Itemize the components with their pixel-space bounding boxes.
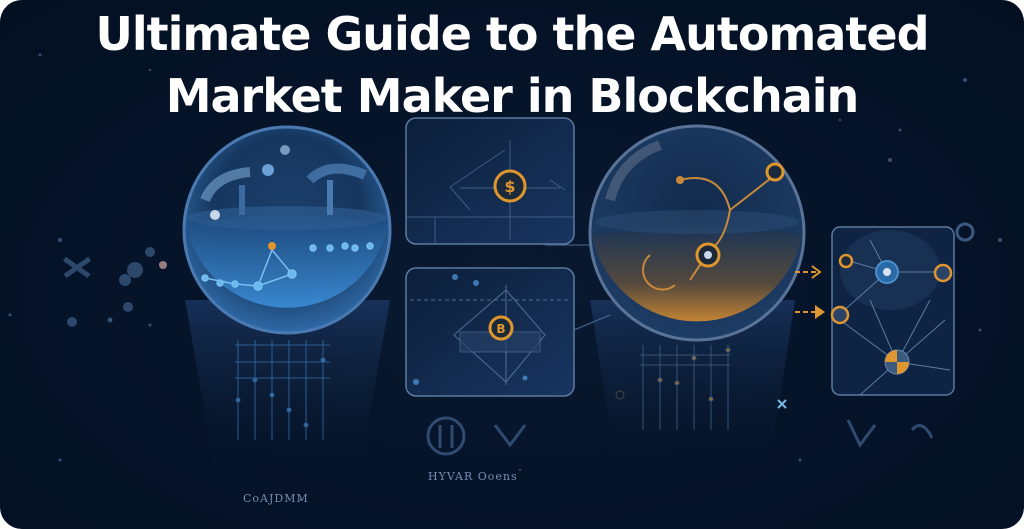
- arrow-right-icon: [795, 265, 825, 319]
- title-line-2: Market Maker in Blockchain: [165, 69, 860, 123]
- title-line-1: Ultimate Guide to the Automated: [95, 7, 929, 61]
- svg-text:B: B: [496, 322, 505, 336]
- network-panel-top: $: [405, 117, 575, 245]
- node-grid-left: [235, 340, 330, 440]
- glyph-cluster-bottom: [426, 416, 934, 456]
- dollar-coin-icon: [493, 169, 527, 203]
- caption-center: HYVAR Ooens: [428, 470, 518, 483]
- sparkle-icon: [777, 399, 787, 409]
- blue-glass-orb: [182, 125, 392, 335]
- node-grid-right: [640, 345, 731, 430]
- caption-left: CoAJDMM: [243, 492, 309, 505]
- network-card-right: [830, 226, 955, 396]
- glyph-cluster-left: [62, 247, 167, 327]
- svg-text:$: $: [504, 177, 515, 196]
- page-title: Ultimate Guide to the Automated Market M…: [0, 6, 1024, 124]
- amber-glass-orb: [588, 124, 806, 342]
- node-icon: [765, 162, 785, 182]
- network-panel-bottom: B: [405, 267, 575, 397]
- bitcoin-coin-icon: [488, 315, 514, 341]
